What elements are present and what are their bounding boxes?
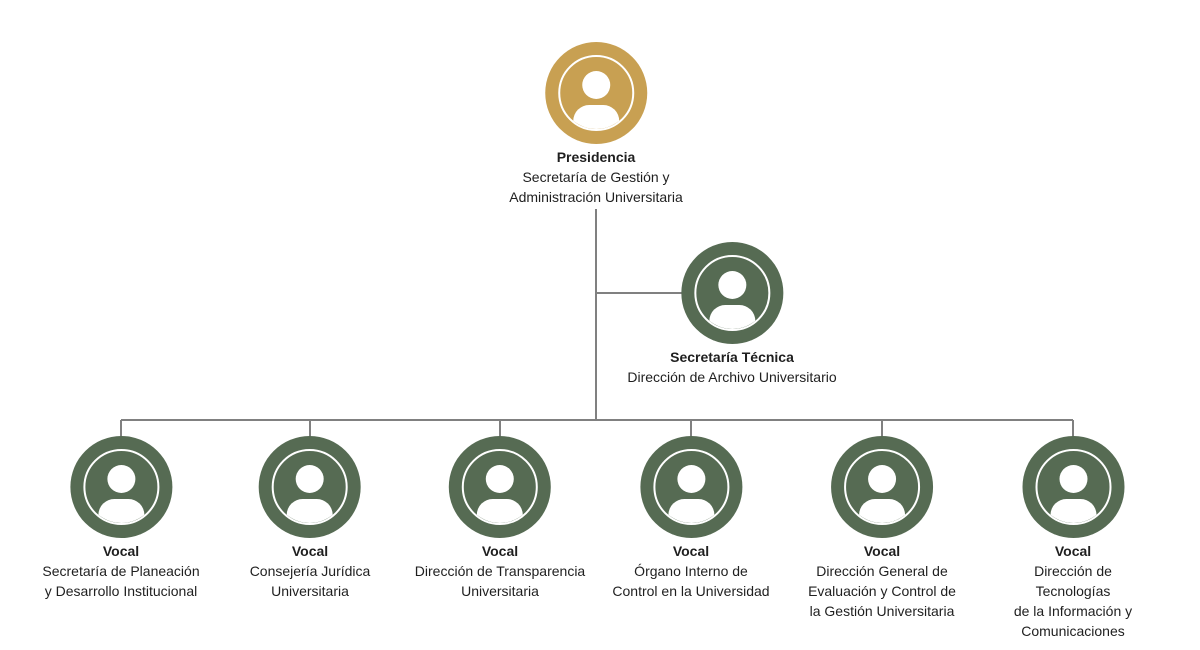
person-icon (287, 465, 333, 523)
vocal-avatar (831, 436, 933, 538)
vocal-desc: Dirección de Tecnologías de la Informaci… (1013, 563, 1133, 639)
vocal-desc: Órgano Interno de Control en la Universi… (612, 563, 770, 599)
person-icon (572, 71, 619, 129)
vocal-avatar (259, 436, 361, 538)
vocal-role: Vocal (1054, 543, 1092, 559)
vocal-role: Vocal (481, 543, 519, 559)
vocal-node-1: Vocal Secretaría de Planeación y Desarro… (42, 436, 200, 601)
person-icon (667, 465, 714, 523)
vocal-desc: Dirección General de Evaluación y Contro… (808, 563, 956, 619)
vocal-node-2: Vocal Consejería Jurídica Universitaria (249, 436, 371, 601)
vocal-desc: Secretaría de Planeación y Desarrollo In… (42, 563, 200, 599)
president-desc: Secretaría de Gestión y Administración U… (509, 169, 683, 205)
vocal-role: Vocal (863, 543, 901, 559)
vocal-node-4: Vocal Órgano Interno de Control en la Un… (612, 436, 770, 601)
vocal-role: Vocal (102, 543, 140, 559)
vocal-avatar (70, 436, 172, 538)
person-icon (859, 465, 905, 523)
vocal-node-3: Vocal Dirección de Transparencia Univers… (415, 436, 585, 601)
secretary-role: Secretaría Técnica (670, 349, 794, 365)
person-icon (709, 271, 755, 329)
vocal-desc: Consejería Jurídica Universitaria (249, 563, 371, 599)
vocal-node-6: Vocal Dirección de Tecnologías de la Inf… (1010, 436, 1137, 641)
vocal-role: Vocal (672, 543, 710, 559)
secretary-desc: Dirección de Archivo Universitario (627, 369, 837, 385)
secretary-node: Secretaría Técnica Dirección de Archivo … (627, 242, 837, 387)
vocal-node-5: Vocal Dirección General de Evaluación y … (808, 436, 956, 621)
president-role: Presidencia (556, 149, 636, 165)
person-icon (476, 465, 523, 523)
person-icon (1050, 465, 1096, 523)
vocal-role: Vocal (291, 543, 329, 559)
vocal-desc: Dirección de Transparencia Universitaria (414, 563, 586, 599)
secretary-avatar (681, 242, 783, 344)
person-icon (98, 465, 144, 523)
vocal-avatar (639, 436, 742, 538)
president-avatar (544, 42, 647, 144)
vocal-avatar (448, 436, 551, 538)
president-node: Presidencia Secretaría de Gestión y Admi… (509, 42, 683, 207)
vocal-avatar (1022, 436, 1124, 538)
